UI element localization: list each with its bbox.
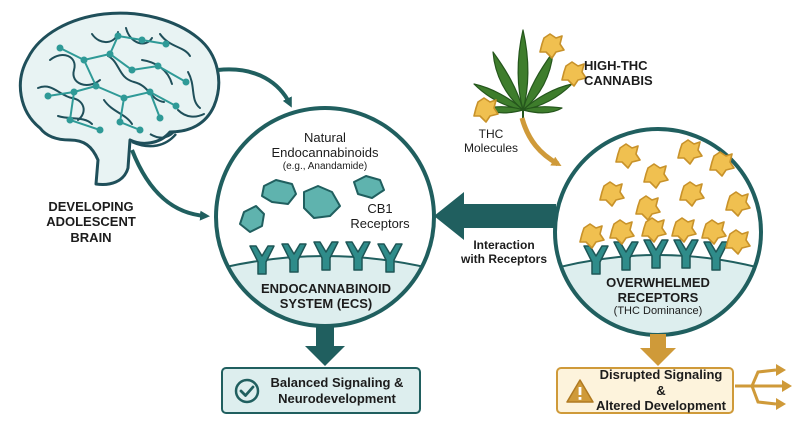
branch-arrows (735, 368, 782, 406)
warning-icon (566, 378, 594, 403)
ecs-to-outcome-arrow (305, 326, 345, 366)
disrupted-signaling-box: Disrupted Signaling & Altered Developmen… (556, 367, 734, 414)
interaction-label: Interaction with Receptors (448, 238, 560, 266)
ecs-label-line-2: SYSTEM (ECS) (279, 296, 373, 312)
balanced-line-1: Balanced Signaling & (270, 374, 404, 390)
cannabis-label-line-2: CANNABIS (584, 73, 653, 89)
thc-molecules (473, 33, 587, 123)
check-icon (234, 378, 260, 403)
cannabis-label-line-1: HIGH-THC (584, 58, 648, 73)
overwhelmed-label-line-1: OVERWHELMED (606, 275, 710, 290)
disrupted-signaling-text: Disrupted Signaling & Altered Developmen… (594, 367, 732, 414)
thc-label-line-1: THC (478, 127, 504, 141)
overwhelmed-label: OVERWHELMED RECEPTORS (588, 275, 728, 306)
brain-label-line-2: ADOLESCENT (46, 214, 136, 230)
brain-label-line-3: BRAIN (70, 229, 112, 245)
overwhelmed-receptors-circle (553, 127, 763, 337)
cb1-label-line-2: Receptors (350, 216, 410, 232)
thc-label-line-2: Molecules (463, 141, 519, 156)
ecs-system-label: ENDOCANNABINOID SYSTEM (ECS) (238, 281, 414, 312)
anandamide-label: (e.g., Anandamide) (282, 161, 368, 172)
cb1-label-line-1: CB1 (367, 201, 393, 216)
balanced-signaling-text: Balanced Signaling & Neurodevelopment (261, 375, 419, 406)
interaction-label-line-1: Interaction (473, 238, 535, 252)
brain-label: DEVELOPING ADOLESCENT BRAIN (36, 199, 146, 245)
disrupted-line-1: Disrupted Signaling & (599, 367, 723, 398)
brain-to-ecs-arrow-top (217, 67, 292, 108)
cannabis-label: HIGH-THC CANNABIS (584, 58, 670, 89)
interaction-label-line-2: with Receptors (460, 252, 547, 267)
brain-label-line-1: DEVELOPING (48, 199, 134, 214)
thc-molecules-label: THC Molecules (452, 127, 530, 155)
endocannabinoids-label: Endocannabinoids (271, 145, 379, 160)
cb1-receptors-label: CB1 Receptors (344, 201, 416, 232)
interaction-arrow (434, 192, 556, 240)
brain-to-ecs-arrow-bottom (130, 149, 210, 221)
ecs-label-line-1: ENDOCANNABINOID (261, 281, 391, 296)
cannabis-to-receptors-arrow (519, 117, 562, 167)
balanced-signaling-box: Balanced Signaling & Neurodevelopment (221, 367, 421, 414)
disrupted-line-2: Altered Development (595, 398, 727, 414)
brain-icon (18, 11, 221, 186)
thc-dominance-label: (THC Dominance) (613, 305, 703, 317)
balanced-line-2: Neurodevelopment (278, 390, 396, 406)
overwhelmed-label-line-2: RECEPTORS (617, 290, 699, 306)
natural-label: Natural (304, 130, 346, 145)
cb1-receptors (249, 241, 403, 275)
receptors-to-outcome-arrow (640, 334, 676, 366)
